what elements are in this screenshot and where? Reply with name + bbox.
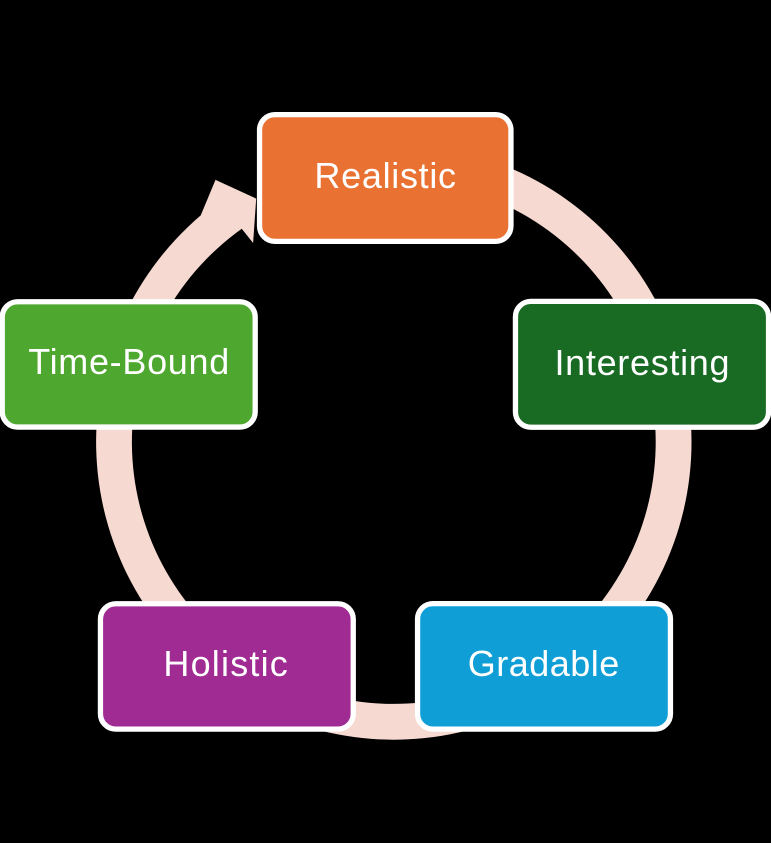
- svg-text:Interesting: Interesting: [554, 342, 730, 383]
- svg-text:Time-Bound: Time-Bound: [28, 341, 230, 382]
- svg-text:Realistic: Realistic: [314, 155, 456, 196]
- svg-text:Holistic: Holistic: [163, 643, 289, 684]
- svg-text:Gradable: Gradable: [468, 643, 620, 684]
